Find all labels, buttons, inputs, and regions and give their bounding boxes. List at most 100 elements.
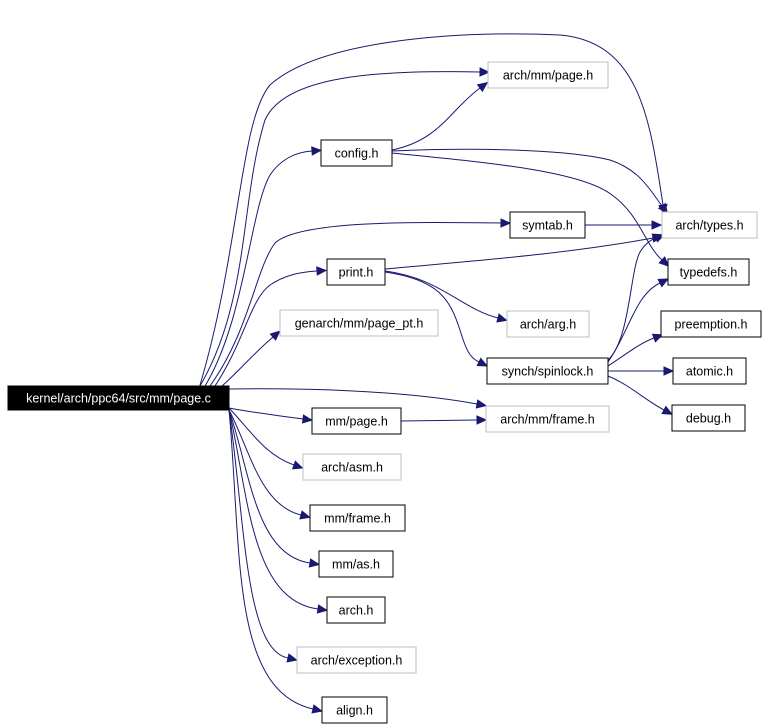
node-box bbox=[302, 453, 402, 481]
node-box bbox=[296, 646, 417, 674]
node-label: debug.h bbox=[686, 412, 731, 426]
node-arch-exception-h: arch/exception.h bbox=[296, 646, 417, 674]
edge-line bbox=[228, 407, 295, 466]
edge-arrowhead bbox=[663, 366, 675, 376]
edge-arrowhead bbox=[657, 278, 670, 288]
node-box bbox=[506, 310, 590, 338]
node-label: config.h bbox=[335, 147, 379, 161]
edge-line bbox=[607, 282, 661, 363]
edge-root-to-symtab-h bbox=[209, 218, 512, 387]
edge-arrowhead bbox=[661, 405, 674, 415]
edge-arrowhead bbox=[308, 558, 321, 568]
node-label: arch/mm/frame.h bbox=[500, 413, 595, 427]
node-box bbox=[7, 385, 230, 411]
node-label: arch/arg.h bbox=[520, 318, 576, 332]
node-debug-h[interactable]: debug.h bbox=[671, 404, 746, 432]
edge-root-to-arch-mm-page-h bbox=[199, 67, 491, 387]
node-label: synch/spinlock.h bbox=[502, 365, 594, 379]
edge-line bbox=[228, 409, 319, 610]
node-label: arch/types.h bbox=[675, 219, 743, 233]
edge-root-to-arch-asm-h bbox=[228, 407, 304, 470]
node-arch-types-h: arch/types.h bbox=[661, 211, 758, 239]
node-print-h[interactable]: print.h bbox=[326, 258, 386, 286]
nodes-layer: kernel/arch/ppc64/src/mm/page.c arch/mm/p… bbox=[7, 61, 762, 724]
edge-arrowhead bbox=[316, 266, 328, 276]
edge-line bbox=[204, 150, 313, 387]
node-genarch-mm-page-pt-h: genarch/mm/page_pt.h bbox=[279, 309, 439, 337]
node-synch-spinlock-h[interactable]: synch/spinlock.h bbox=[486, 357, 609, 385]
node-label: preemption.h bbox=[675, 318, 748, 332]
edge-arrowhead bbox=[269, 330, 281, 341]
node-box bbox=[660, 310, 762, 338]
node-mm-frame-h[interactable]: mm/frame.h bbox=[309, 504, 406, 532]
node-box bbox=[485, 405, 610, 433]
edge-arrowhead bbox=[651, 220, 663, 230]
edge-line bbox=[228, 407, 304, 420]
edge-arrowhead bbox=[286, 653, 298, 663]
edge-synch-spinlock-h-to-preemption-h bbox=[607, 333, 664, 367]
edge-line bbox=[607, 237, 657, 361]
edge-arrowhead bbox=[475, 399, 488, 409]
node-box bbox=[320, 139, 393, 167]
edge-line bbox=[228, 388, 478, 405]
node-label: arch/mm/page.h bbox=[503, 69, 593, 83]
edge-arrowhead bbox=[316, 604, 329, 614]
node-box bbox=[279, 309, 439, 337]
node-label: arch/asm.h bbox=[321, 461, 383, 475]
edge-line bbox=[228, 409, 302, 516]
node-typedefs-h[interactable]: typedefs.h bbox=[667, 258, 750, 286]
node-arch-h[interactable]: arch.h bbox=[326, 596, 386, 624]
edge-print-h-to-arch-arg-h bbox=[384, 270, 508, 323]
edge-print-h-to-synch-spinlock-h bbox=[384, 271, 489, 367]
node-mm-as-h[interactable]: mm/as.h bbox=[318, 550, 394, 578]
node-box bbox=[509, 211, 586, 239]
edge-line bbox=[384, 271, 480, 363]
edge-arrowhead bbox=[476, 81, 489, 93]
edge-arrowhead bbox=[658, 256, 670, 267]
edge-synch-spinlock-h-to-atomic-h bbox=[608, 366, 675, 376]
node-config-h[interactable]: config.h bbox=[320, 139, 393, 167]
edge-arrowhead bbox=[496, 313, 508, 323]
edge-line bbox=[607, 337, 655, 367]
edge-line bbox=[214, 270, 318, 387]
edge-arrowhead bbox=[291, 460, 304, 470]
node-label: mm/as.h bbox=[332, 558, 380, 572]
node-box bbox=[672, 357, 747, 385]
edge-arrowhead bbox=[651, 333, 664, 343]
node-preemption-h[interactable]: preemption.h bbox=[660, 310, 762, 338]
edge-line bbox=[228, 409, 289, 659]
edge-line bbox=[209, 221, 502, 387]
edge-line bbox=[391, 87, 481, 151]
node-label: atomic.h bbox=[686, 365, 733, 379]
edge-line bbox=[228, 409, 314, 710]
node-label: mm/page.h bbox=[325, 415, 388, 429]
node-box bbox=[309, 504, 406, 532]
edge-root-to-mm-page-h bbox=[228, 407, 314, 424]
node-box bbox=[671, 404, 746, 432]
node-box bbox=[661, 211, 758, 239]
edge-config-h-to-arch-mm-page-h bbox=[391, 81, 489, 151]
edge-line bbox=[199, 33, 664, 386]
edge-config-h-to-typedefs-h bbox=[391, 152, 670, 267]
edge-arrowhead bbox=[301, 414, 314, 424]
root-node[interactable]: kernel/arch/ppc64/src/mm/page.c bbox=[7, 385, 230, 411]
node-label: align.h bbox=[336, 704, 373, 718]
node-arch-mm-frame-h: arch/mm/frame.h bbox=[485, 405, 610, 433]
node-mm-page-h[interactable]: mm/page.h bbox=[311, 407, 402, 435]
edge-line bbox=[199, 71, 481, 387]
edge-arrowhead bbox=[476, 357, 489, 367]
node-align-h[interactable]: align.h bbox=[321, 696, 388, 724]
node-symtab-h[interactable]: symtab.h bbox=[509, 211, 586, 239]
edge-root-to-config-h bbox=[204, 146, 323, 387]
node-box bbox=[487, 61, 609, 89]
edge-line bbox=[607, 375, 665, 411]
node-box bbox=[326, 596, 386, 624]
node-arch-mm-page-h: arch/mm/page.h bbox=[487, 61, 609, 89]
edge-symtab-h-to-arch-types-h bbox=[585, 220, 663, 230]
edge-line bbox=[384, 237, 654, 270]
node-label: mm/frame.h bbox=[324, 512, 391, 526]
edge-root-to-print-h bbox=[214, 266, 328, 387]
node-atomic-h[interactable]: atomic.h bbox=[672, 357, 747, 385]
edges-layer bbox=[199, 33, 675, 714]
